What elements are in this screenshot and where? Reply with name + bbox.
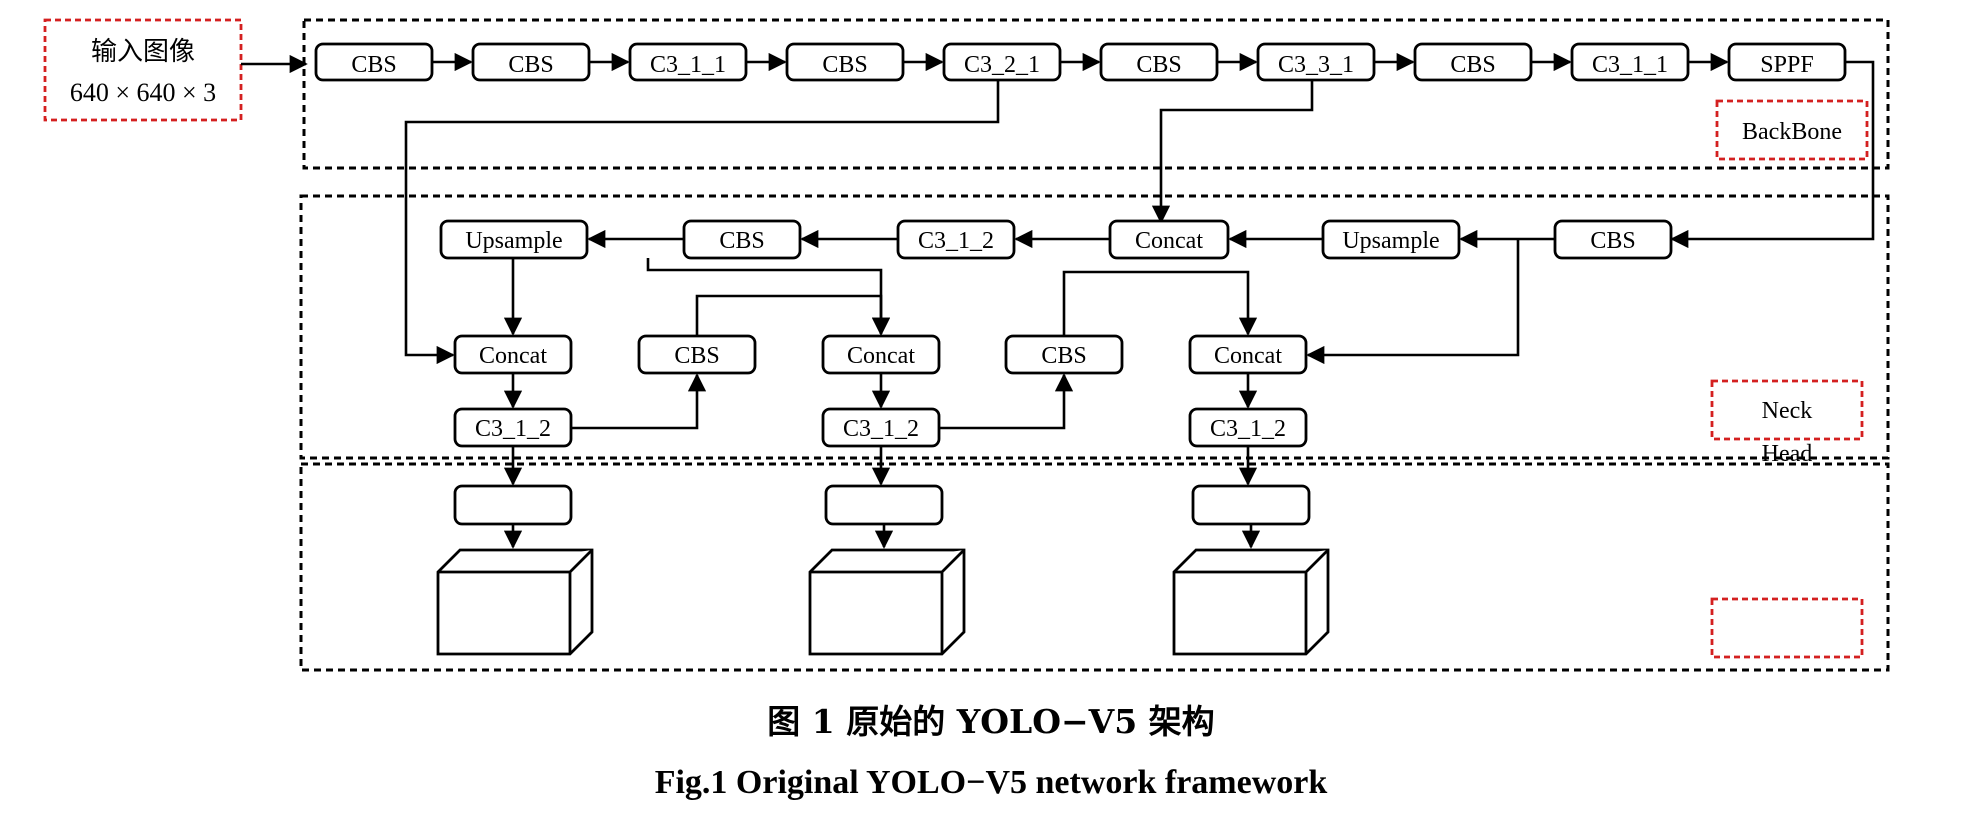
svg-text:Concat: Concat xyxy=(1135,228,1203,254)
caption-chinese: 图 1 原始的 YOLO−V5 架构 xyxy=(767,702,1214,741)
neck-label: Neck xyxy=(1762,398,1813,424)
svg-text:CBS: CBS xyxy=(1136,52,1181,78)
svg-text:CBS: CBS xyxy=(822,52,867,78)
input-label-line2: 640 × 640 × 3 xyxy=(70,78,216,107)
neck-frame xyxy=(299,194,1890,460)
svg-text:CBS: CBS xyxy=(1590,228,1635,254)
neck-cbs-top-right: CBS xyxy=(1553,219,1673,260)
backbone-block-8: CBS xyxy=(1413,42,1533,82)
backbone-block-4: CBS xyxy=(785,42,905,82)
output-cube-2 xyxy=(808,548,966,656)
head-label: Head xyxy=(1762,441,1813,467)
svg-text:Concat: Concat xyxy=(479,343,547,369)
head-detect-box-2 xyxy=(824,484,944,526)
neck-cbs-mid-left: CBS xyxy=(637,334,757,375)
output-cube-3 xyxy=(1172,548,1330,656)
svg-text:C3_3_1: C3_3_1 xyxy=(1278,52,1354,78)
svg-text:CBS: CBS xyxy=(508,52,553,78)
backbone-neck-connections xyxy=(404,60,1875,365)
neck-concat-right: Concat xyxy=(1188,334,1308,375)
head-detect-box-3 xyxy=(1191,484,1311,526)
svg-text:C3_1_2: C3_1_2 xyxy=(475,416,551,442)
neck-c3-1-2-top: C3_1_2 xyxy=(896,219,1016,260)
neck-c3-out-1: C3_1_2 xyxy=(453,407,573,448)
neck-concat-left: Concat xyxy=(453,334,573,375)
svg-text:CBS: CBS xyxy=(1041,343,1086,369)
svg-text:Concat: Concat xyxy=(847,343,915,369)
head-label-box xyxy=(1710,597,1864,659)
backbone-block-6: CBS xyxy=(1099,42,1219,82)
svg-text:C3_1_1: C3_1_1 xyxy=(1592,52,1668,78)
svg-text:SPPF: SPPF xyxy=(1760,52,1813,78)
svg-text:Concat: Concat xyxy=(1214,343,1282,369)
input-image-box: 输入图像 640 × 640 × 3 xyxy=(43,18,243,122)
backbone-block-1: CBS xyxy=(314,42,434,82)
svg-text:CBS: CBS xyxy=(719,228,764,254)
neck-cbs-mid-right: CBS xyxy=(1004,334,1124,375)
neck-upsample-right: Upsample xyxy=(1321,219,1461,260)
neck-c3-out-2: C3_1_2 xyxy=(821,407,941,448)
backbone-block-9: C3_1_1 xyxy=(1570,42,1690,82)
svg-text:CBS: CBS xyxy=(1450,52,1495,78)
backbone-block-5: C3_2_1 xyxy=(942,42,1062,82)
head-frame xyxy=(299,462,1890,672)
neck-c3-out-3: C3_1_2 xyxy=(1188,407,1308,448)
svg-text:C3_2_1: C3_2_1 xyxy=(964,52,1040,78)
neck-concat-top: Concat xyxy=(1108,219,1230,260)
svg-text:CBS: CBS xyxy=(351,52,396,78)
svg-text:Upsample: Upsample xyxy=(1342,228,1439,254)
svg-text:C3_1_2: C3_1_2 xyxy=(918,228,994,254)
svg-text:C3_1_2: C3_1_2 xyxy=(843,416,919,442)
head-connections xyxy=(503,446,1261,549)
backbone-block-sppf: SPPF xyxy=(1727,42,1847,82)
neck-concat-mid: Concat xyxy=(821,334,941,375)
backbone-block-7: C3_3_1 xyxy=(1256,42,1376,82)
backbone-block-3: C3_1_1 xyxy=(628,42,748,82)
svg-text:Upsample: Upsample xyxy=(465,228,562,254)
svg-text:C3_1_2: C3_1_2 xyxy=(1210,416,1286,442)
svg-text:C3_1_1: C3_1_1 xyxy=(650,52,726,78)
backbone-frame xyxy=(302,18,1890,170)
svg-text:CBS: CBS xyxy=(674,343,719,369)
neck-label-box: Neck xyxy=(1710,379,1864,441)
output-cube-1 xyxy=(436,548,594,656)
caption-english: Fig.1 Original YOLO−V5 network framework xyxy=(655,764,1328,801)
head-detect-box-1 xyxy=(453,484,573,526)
neck-connections xyxy=(503,239,1520,430)
input-label-line1: 输入图像 xyxy=(91,37,195,66)
backbone-block-2: CBS xyxy=(471,42,591,82)
backbone-label: BackBone xyxy=(1742,119,1842,145)
backbone-label-box: BackBone xyxy=(1715,99,1869,161)
neck-upsample-left: Upsample xyxy=(439,219,589,260)
neck-cbs-top-left: CBS xyxy=(682,219,802,260)
